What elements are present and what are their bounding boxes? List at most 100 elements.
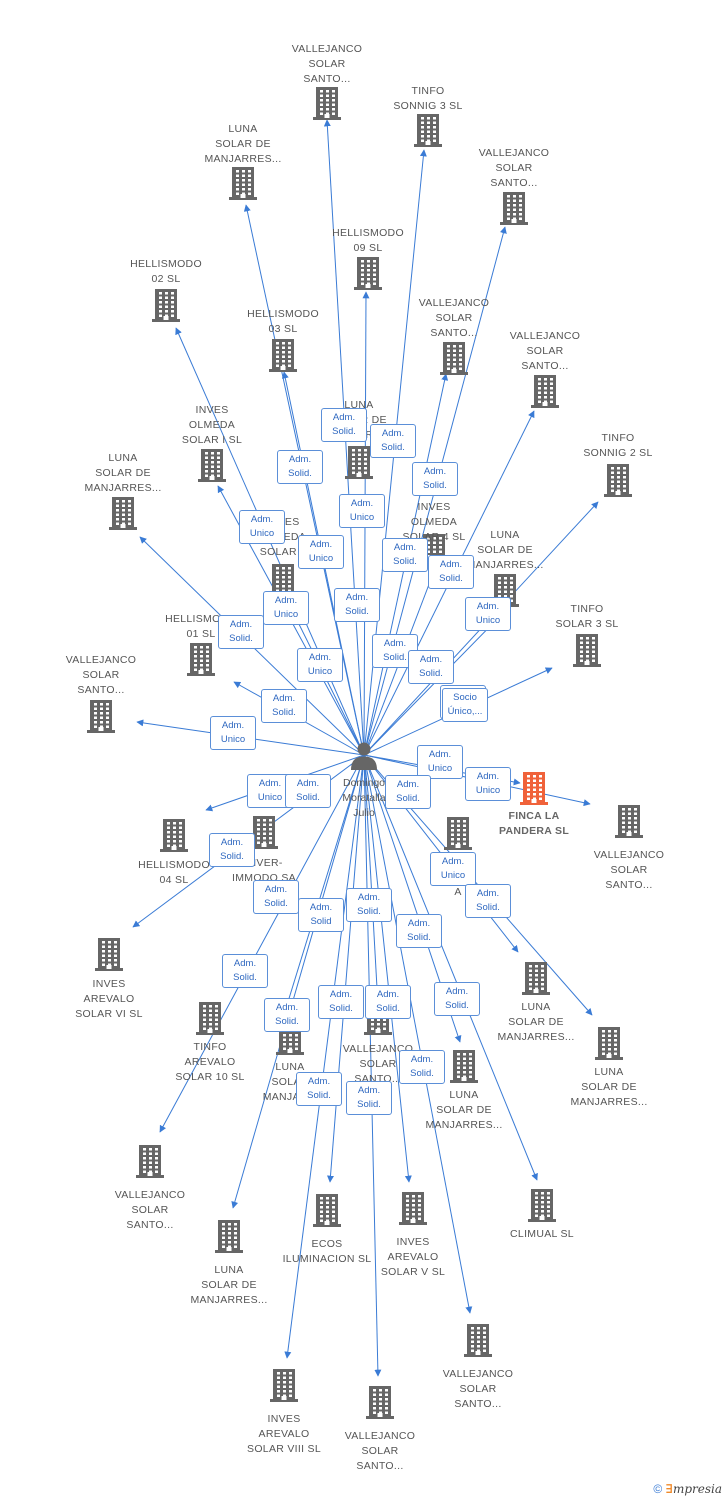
- building-icon[interactable]: [463, 1323, 493, 1357]
- person-icon[interactable]: [349, 740, 379, 770]
- role-badge[interactable]: Adm.Solid.: [285, 774, 331, 808]
- building-icon[interactable]: [135, 1144, 165, 1178]
- role-badge[interactable]: Adm.Solid.: [253, 880, 299, 914]
- role-badge[interactable]: Adm.Solid.: [434, 982, 480, 1016]
- role-badge[interactable]: Adm.Solid.: [412, 462, 458, 496]
- building-icon[interactable]: [268, 338, 298, 372]
- role-badge[interactable]: Adm.Unico: [239, 510, 285, 544]
- role-badge[interactable]: Adm.Unico: [210, 716, 256, 750]
- role-badge[interactable]: Adm.Solid.: [218, 615, 264, 649]
- role-badge[interactable]: Adm.Solid.: [321, 408, 367, 442]
- role-badge[interactable]: Adm.Solid.: [408, 650, 454, 684]
- role-badge[interactable]: Adm.Solid.: [396, 914, 442, 948]
- role-badge[interactable]: Adm.Solid.: [222, 954, 268, 988]
- building-icon[interactable]: [443, 816, 473, 850]
- building-icon[interactable]: [439, 341, 469, 375]
- building-icon[interactable]: [159, 818, 189, 852]
- building-icon[interactable]: [527, 1188, 557, 1222]
- role-badge[interactable]: Adm.Solid.: [264, 998, 310, 1032]
- role-badge[interactable]: Adm.Unico: [430, 852, 476, 886]
- role-badge[interactable]: Adm.Unico: [297, 648, 343, 682]
- building-icon[interactable]: [94, 937, 124, 971]
- building-icon[interactable]: [353, 256, 383, 290]
- role-badge[interactable]: Adm.Unico: [298, 535, 344, 569]
- role-badge[interactable]: Adm.Unico: [465, 597, 511, 631]
- role-badge[interactable]: Adm.Solid.: [365, 985, 411, 1019]
- building-icon[interactable]: [594, 1026, 624, 1060]
- company-name[interactable]: CLIMUAL SL: [482, 1227, 602, 1242]
- role-badge[interactable]: Adm.Solid.: [382, 538, 428, 572]
- building-icon[interactable]: [86, 699, 116, 733]
- role-badge[interactable]: Adm.Solid.: [296, 1072, 342, 1106]
- role-badge[interactable]: Adm.Unico: [465, 767, 511, 801]
- role-badge[interactable]: Adm.Solid.: [334, 588, 380, 622]
- building-icon[interactable]: [108, 496, 138, 530]
- role-badge[interactable]: Adm.Solid.: [346, 888, 392, 922]
- role-badge[interactable]: Adm.Solid.: [261, 689, 307, 723]
- role-badge[interactable]: Adm.Solid.: [428, 555, 474, 589]
- building-icon[interactable]: [312, 1193, 342, 1227]
- building-icon[interactable]: [249, 815, 279, 849]
- role-badge[interactable]: Adm.Solid.: [346, 1081, 392, 1115]
- building-icon[interactable]: [413, 113, 443, 147]
- building-icon[interactable]: [614, 804, 644, 838]
- building-icon[interactable]: [398, 1191, 428, 1225]
- building-icon[interactable]: [530, 374, 560, 408]
- role-badge[interactable]: Adm.Solid.: [209, 833, 255, 867]
- building-icon[interactable]: [269, 1368, 299, 1402]
- building-icon[interactable]: [214, 1219, 244, 1253]
- building-icon[interactable]: [521, 961, 551, 995]
- role-badge[interactable]: Adm.Solid.: [385, 775, 431, 809]
- building-icon[interactable]: [228, 166, 258, 200]
- building-icon[interactable]: [572, 633, 602, 667]
- role-badge[interactable]: Adm.Unico: [339, 494, 385, 528]
- focus-building-icon[interactable]: [519, 771, 549, 805]
- building-icon[interactable]: [151, 288, 181, 322]
- role-badge[interactable]: Adm.Solid.: [318, 985, 364, 1019]
- role-badge[interactable]: Adm.Solid: [298, 898, 344, 932]
- role-badge[interactable]: Adm.Solid.: [465, 884, 511, 918]
- building-icon[interactable]: [312, 86, 342, 120]
- building-icon[interactable]: [344, 445, 374, 479]
- building-icon[interactable]: [603, 463, 633, 497]
- role-badge[interactable]: Adm.Unico: [263, 591, 309, 625]
- role-badge[interactable]: Adm.Solid.: [370, 424, 416, 458]
- building-icon[interactable]: [195, 1001, 225, 1035]
- building-icon[interactable]: [449, 1049, 479, 1083]
- role-badge[interactable]: Adm.Unico: [417, 745, 463, 779]
- building-icon[interactable]: [499, 191, 529, 225]
- building-icon[interactable]: [186, 642, 216, 676]
- role-badge[interactable]: Adm.Solid.: [399, 1050, 445, 1084]
- building-icon[interactable]: [197, 448, 227, 482]
